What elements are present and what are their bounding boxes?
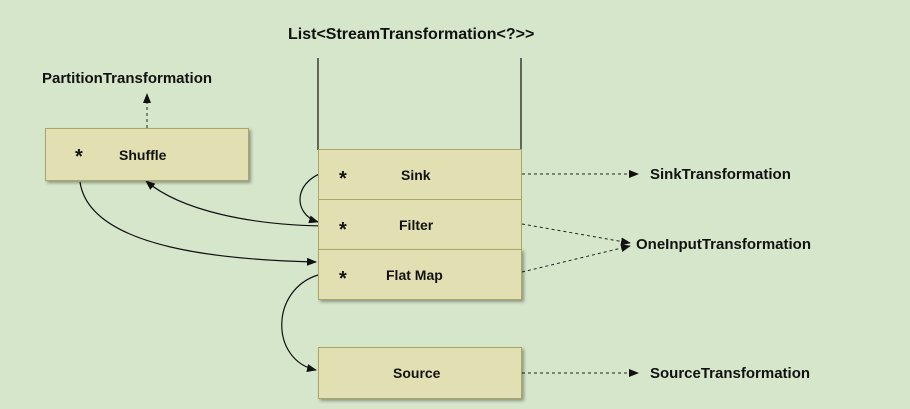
flatmap-label: Flat Map — [386, 267, 443, 283]
shuffle-label: Shuffle — [119, 147, 167, 163]
sink-transformation-label: SinkTransformation — [650, 166, 791, 183]
flatmap-dashed-arrow — [521, 244, 631, 273]
filter-dashed-arrow — [521, 223, 631, 246]
list-title: List<StreamTransformation<?>> — [288, 26, 535, 43]
filter-marker: * — [339, 219, 347, 241]
flatmap-marker: * — [339, 268, 347, 290]
filter-to-shuffle-arrow — [145, 180, 333, 227]
shuffle-marker: * — [75, 146, 83, 168]
flatmap-cell — [318, 249, 522, 300]
source-transformation-label: SourceTransformation — [650, 365, 811, 382]
partition-transformation-label: PartitionTransformation — [42, 70, 213, 87]
sink-label: Sink — [401, 167, 431, 183]
source-node — [318, 347, 522, 399]
sink-marker: * — [339, 168, 347, 190]
filter-label: Filter — [399, 217, 434, 233]
flatmap-to-source-arrow — [281, 274, 319, 372]
shuffle-to-flatmap-arrow — [79, 181, 317, 266]
shuffle-node — [45, 128, 249, 181]
one-input-transformation-label: OneInputTransformation — [636, 236, 812, 253]
source-label: Source — [393, 365, 441, 381]
